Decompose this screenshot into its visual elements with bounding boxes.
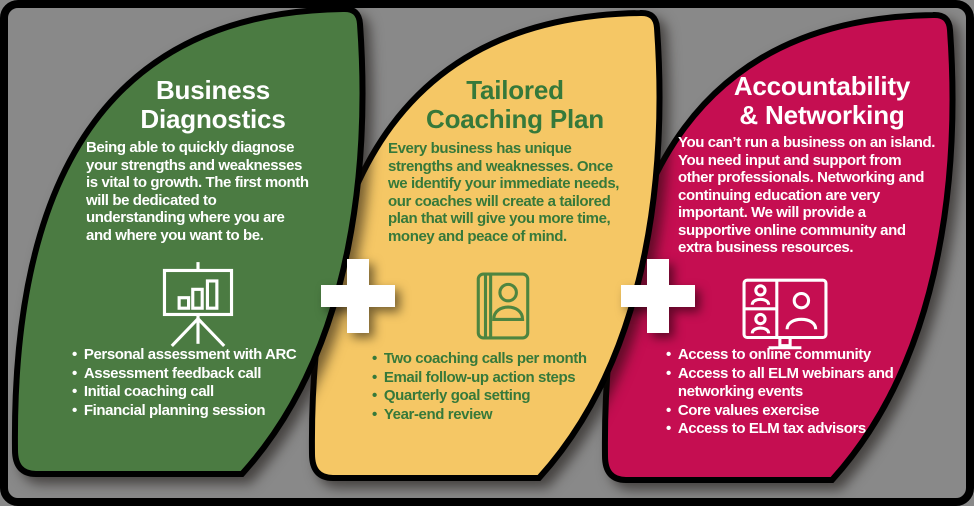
bullet-dot: • bbox=[372, 368, 377, 386]
bullet-dot: • bbox=[72, 364, 77, 382]
list-item: • Access to online community bbox=[666, 346, 896, 365]
list-item: • Personal assessment with ARC bbox=[72, 346, 352, 365]
bullet-text: Year-end review bbox=[383, 405, 493, 423]
panel3-bullet-list: • Access to online community • Access to… bbox=[666, 346, 896, 439]
plus-horizontal-bar bbox=[321, 285, 395, 307]
panel2-bullet-list: • Two coaching calls per month • Email f… bbox=[372, 350, 657, 424]
bullet-text: Personal assessment with ARC bbox=[83, 346, 297, 363]
plus-icon bbox=[321, 259, 395, 333]
panel2-body: Every business has unique strengths and … bbox=[388, 140, 620, 245]
bullet-dot: • bbox=[372, 350, 377, 367]
panel3-title-line2: & Networking bbox=[739, 100, 905, 130]
panel1-title: Business Diagnostics bbox=[83, 76, 343, 134]
list-item: • Financial planning session bbox=[72, 402, 352, 421]
bullet-text: Access to all ELM webinars and networkin… bbox=[677, 364, 894, 401]
list-item: • Email follow-up action steps bbox=[372, 369, 657, 388]
panel1-title-line2: Diagnostics bbox=[140, 104, 286, 134]
bullet-dot: • bbox=[372, 405, 377, 423]
bullet-text: Financial planning session bbox=[83, 401, 266, 419]
bullet-dot: • bbox=[666, 346, 671, 363]
panel2-title-line2: Coaching Plan bbox=[426, 104, 604, 134]
list-item: • Two coaching calls per month bbox=[372, 350, 657, 369]
plus-icon bbox=[621, 259, 695, 333]
presentation-chart-icon bbox=[154, 260, 242, 353]
bullet-dot: • bbox=[72, 401, 77, 419]
plus-horizontal-bar bbox=[621, 285, 695, 307]
bullet-text: Access to online community bbox=[677, 346, 871, 363]
list-item: • Year-end review bbox=[372, 406, 657, 425]
panel3-title-line1: Accountability bbox=[733, 71, 911, 101]
panel2-title: Tailored Coaching Plan bbox=[385, 76, 645, 134]
panel1-body: Being able to quickly diagnose your stre… bbox=[86, 139, 309, 244]
bullet-text: Quarterly goal setting bbox=[383, 387, 531, 404]
panel1-bullet-list: • Personal assessment with ARC • Assessm… bbox=[72, 346, 352, 420]
bullet-dot: • bbox=[72, 383, 77, 400]
list-item: • Access to ELM tax advisors bbox=[666, 420, 896, 439]
panel3-body: You can’t run a business on an island. Y… bbox=[678, 134, 936, 256]
bullet-text: Core values exercise bbox=[677, 401, 820, 419]
bullet-text: Email follow-up action steps bbox=[383, 368, 576, 386]
panel3-title: Accountability & Networking bbox=[692, 72, 952, 130]
bullet-dot: • bbox=[372, 387, 377, 404]
bullet-dot: • bbox=[666, 420, 671, 437]
bullet-dot: • bbox=[666, 401, 671, 419]
panel2-title-line1: Tailored bbox=[466, 75, 564, 105]
list-item: • Quarterly goal setting bbox=[372, 387, 657, 406]
bullet-text: Access to ELM tax advisors bbox=[677, 420, 866, 437]
list-item: • Assessment feedback call bbox=[72, 365, 352, 384]
video-conference-icon bbox=[742, 278, 828, 359]
bullet-text: Two coaching calls per month bbox=[383, 350, 587, 367]
bullet-text: Initial coaching call bbox=[83, 383, 214, 400]
list-item: • Core values exercise bbox=[666, 402, 896, 421]
panel1-title-line1: Business bbox=[155, 75, 270, 105]
bullet-dot: • bbox=[72, 346, 77, 363]
list-item: • Initial coaching call bbox=[72, 383, 352, 402]
bullet-text: Assessment feedback call bbox=[83, 364, 262, 382]
list-item: • Access to all ELM webinars and network… bbox=[666, 365, 896, 402]
bullet-dot: • bbox=[666, 364, 671, 382]
contact-book-icon bbox=[476, 272, 530, 345]
